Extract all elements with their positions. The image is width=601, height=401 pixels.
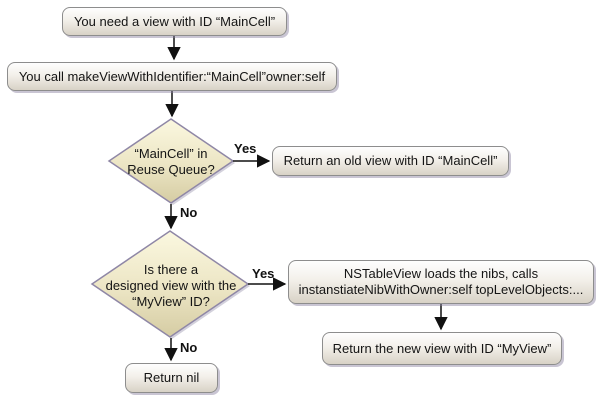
- node-return-old: Return an old view with ID “MainCell”: [272, 146, 509, 176]
- decision-reuse-label: “MainCell” in Reuse Queue?: [127, 146, 215, 177]
- edge-label-yes-reuse: Yes: [234, 141, 257, 156]
- node-return-nil: Return nil: [125, 363, 218, 393]
- node-call-make: You call makeViewWithIdentifier:“MainCel…: [7, 62, 337, 91]
- edge-label-no-designed: No: [180, 340, 198, 355]
- decision-designed-diamond: [90, 230, 250, 338]
- decision-reuse-diamond: [107, 118, 235, 204]
- edge-label-yes-designed: Yes: [252, 266, 275, 281]
- edge-label-no-reuse: No: [180, 205, 198, 220]
- node-return-new: Return the new view with ID “MyView”: [322, 332, 562, 365]
- node-need-view: You need a view with ID “MainCell”: [62, 7, 287, 36]
- decision-designed-label: Is there a designed view with the “MyVie…: [105, 262, 237, 309]
- node-load-nib: NSTableView loads the nibs, calls instan…: [288, 260, 594, 304]
